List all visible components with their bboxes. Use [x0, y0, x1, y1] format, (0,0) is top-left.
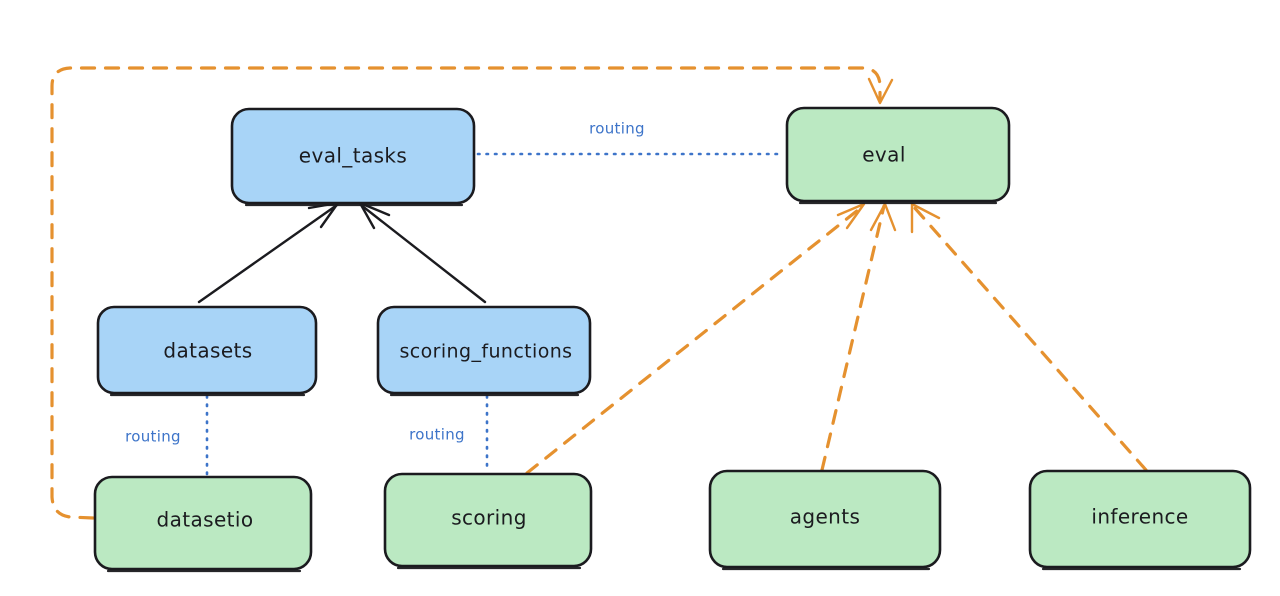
node-scoring[interactable]: scoring	[383, 472, 593, 570]
node-scoring-functions-box[interactable]	[376, 305, 592, 395]
node-eval-tasks-label: eval_tasks	[299, 144, 407, 168]
edge-path-scoring-eval	[525, 204, 865, 475]
edge-path-datasets-evaltasks	[197, 203, 339, 304]
node-agents-box[interactable]	[708, 469, 942, 569]
node-scoring-label: scoring	[451, 506, 527, 530]
edge-agents-eval	[820, 202, 897, 472]
routing-edges	[205, 152, 786, 476]
edge-scoringfn-evaltasks	[358, 201, 487, 304]
edge-path-inference-eval	[911, 204, 1148, 472]
node-eval-tasks-box[interactable]	[230, 107, 476, 205]
node-inference-label: inference	[1091, 505, 1188, 529]
edge-label-routing-top: routing	[589, 120, 645, 138]
node-datasets-label: datasets	[163, 339, 252, 363]
node-agents[interactable]: agents	[708, 469, 942, 571]
node-datasets-box[interactable]	[96, 305, 318, 395]
node-inference[interactable]: inference	[1028, 469, 1252, 571]
edge-eval-datasetio	[50, 66, 894, 520]
node-datasetio[interactable]: datasetio	[93, 475, 313, 573]
node-inference-box[interactable]	[1028, 469, 1252, 569]
edge-path-eval-datasetio	[50, 66, 882, 520]
edge-datasets-evaltasks	[197, 201, 340, 304]
arrowhead-eval-top	[867, 77, 894, 105]
edge-label-group: routing routing routing	[125, 120, 645, 446]
edge-path-agents-eval	[820, 204, 886, 472]
edge-label-routing-left: routing	[125, 428, 181, 446]
node-scoring-functions-label: scoring_functions	[400, 341, 573, 363]
node-agents-label: agents	[790, 505, 861, 529]
node-eval-box[interactable]	[785, 106, 1011, 203]
node-datasetio-label: datasetio	[156, 508, 253, 532]
edge-inference-eval	[910, 202, 1148, 472]
node-eval-tasks[interactable]: eval_tasks	[230, 107, 476, 207]
node-scoring-box[interactable]	[383, 472, 593, 568]
arrowhead-agents-eval	[869, 202, 897, 232]
node-eval-label: eval	[862, 143, 906, 167]
node-scoring-functions[interactable]: scoring_functions	[376, 305, 592, 397]
node-datasets[interactable]: datasets	[96, 305, 318, 397]
node-datasetio-box[interactable]	[93, 475, 313, 571]
edge-label-routing-middle: routing	[409, 426, 465, 444]
hierarchy-edges	[197, 201, 487, 304]
dependency-edges	[50, 66, 1148, 520]
edge-path-scoringfn-evaltasks	[359, 203, 487, 304]
node-eval[interactable]: eval	[785, 106, 1011, 205]
